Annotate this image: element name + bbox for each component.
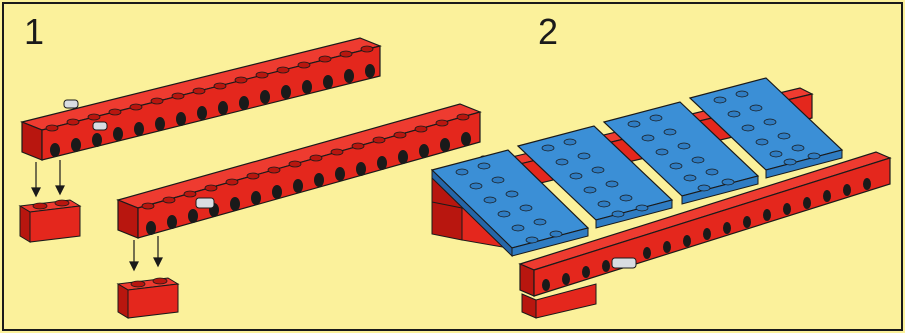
step2-assembly xyxy=(432,78,890,318)
friction-peg xyxy=(196,198,214,208)
step1-assembly xyxy=(20,38,480,318)
brick-1x2 xyxy=(118,278,178,318)
friction-peg xyxy=(612,258,636,268)
brick-1x2 xyxy=(20,200,80,242)
